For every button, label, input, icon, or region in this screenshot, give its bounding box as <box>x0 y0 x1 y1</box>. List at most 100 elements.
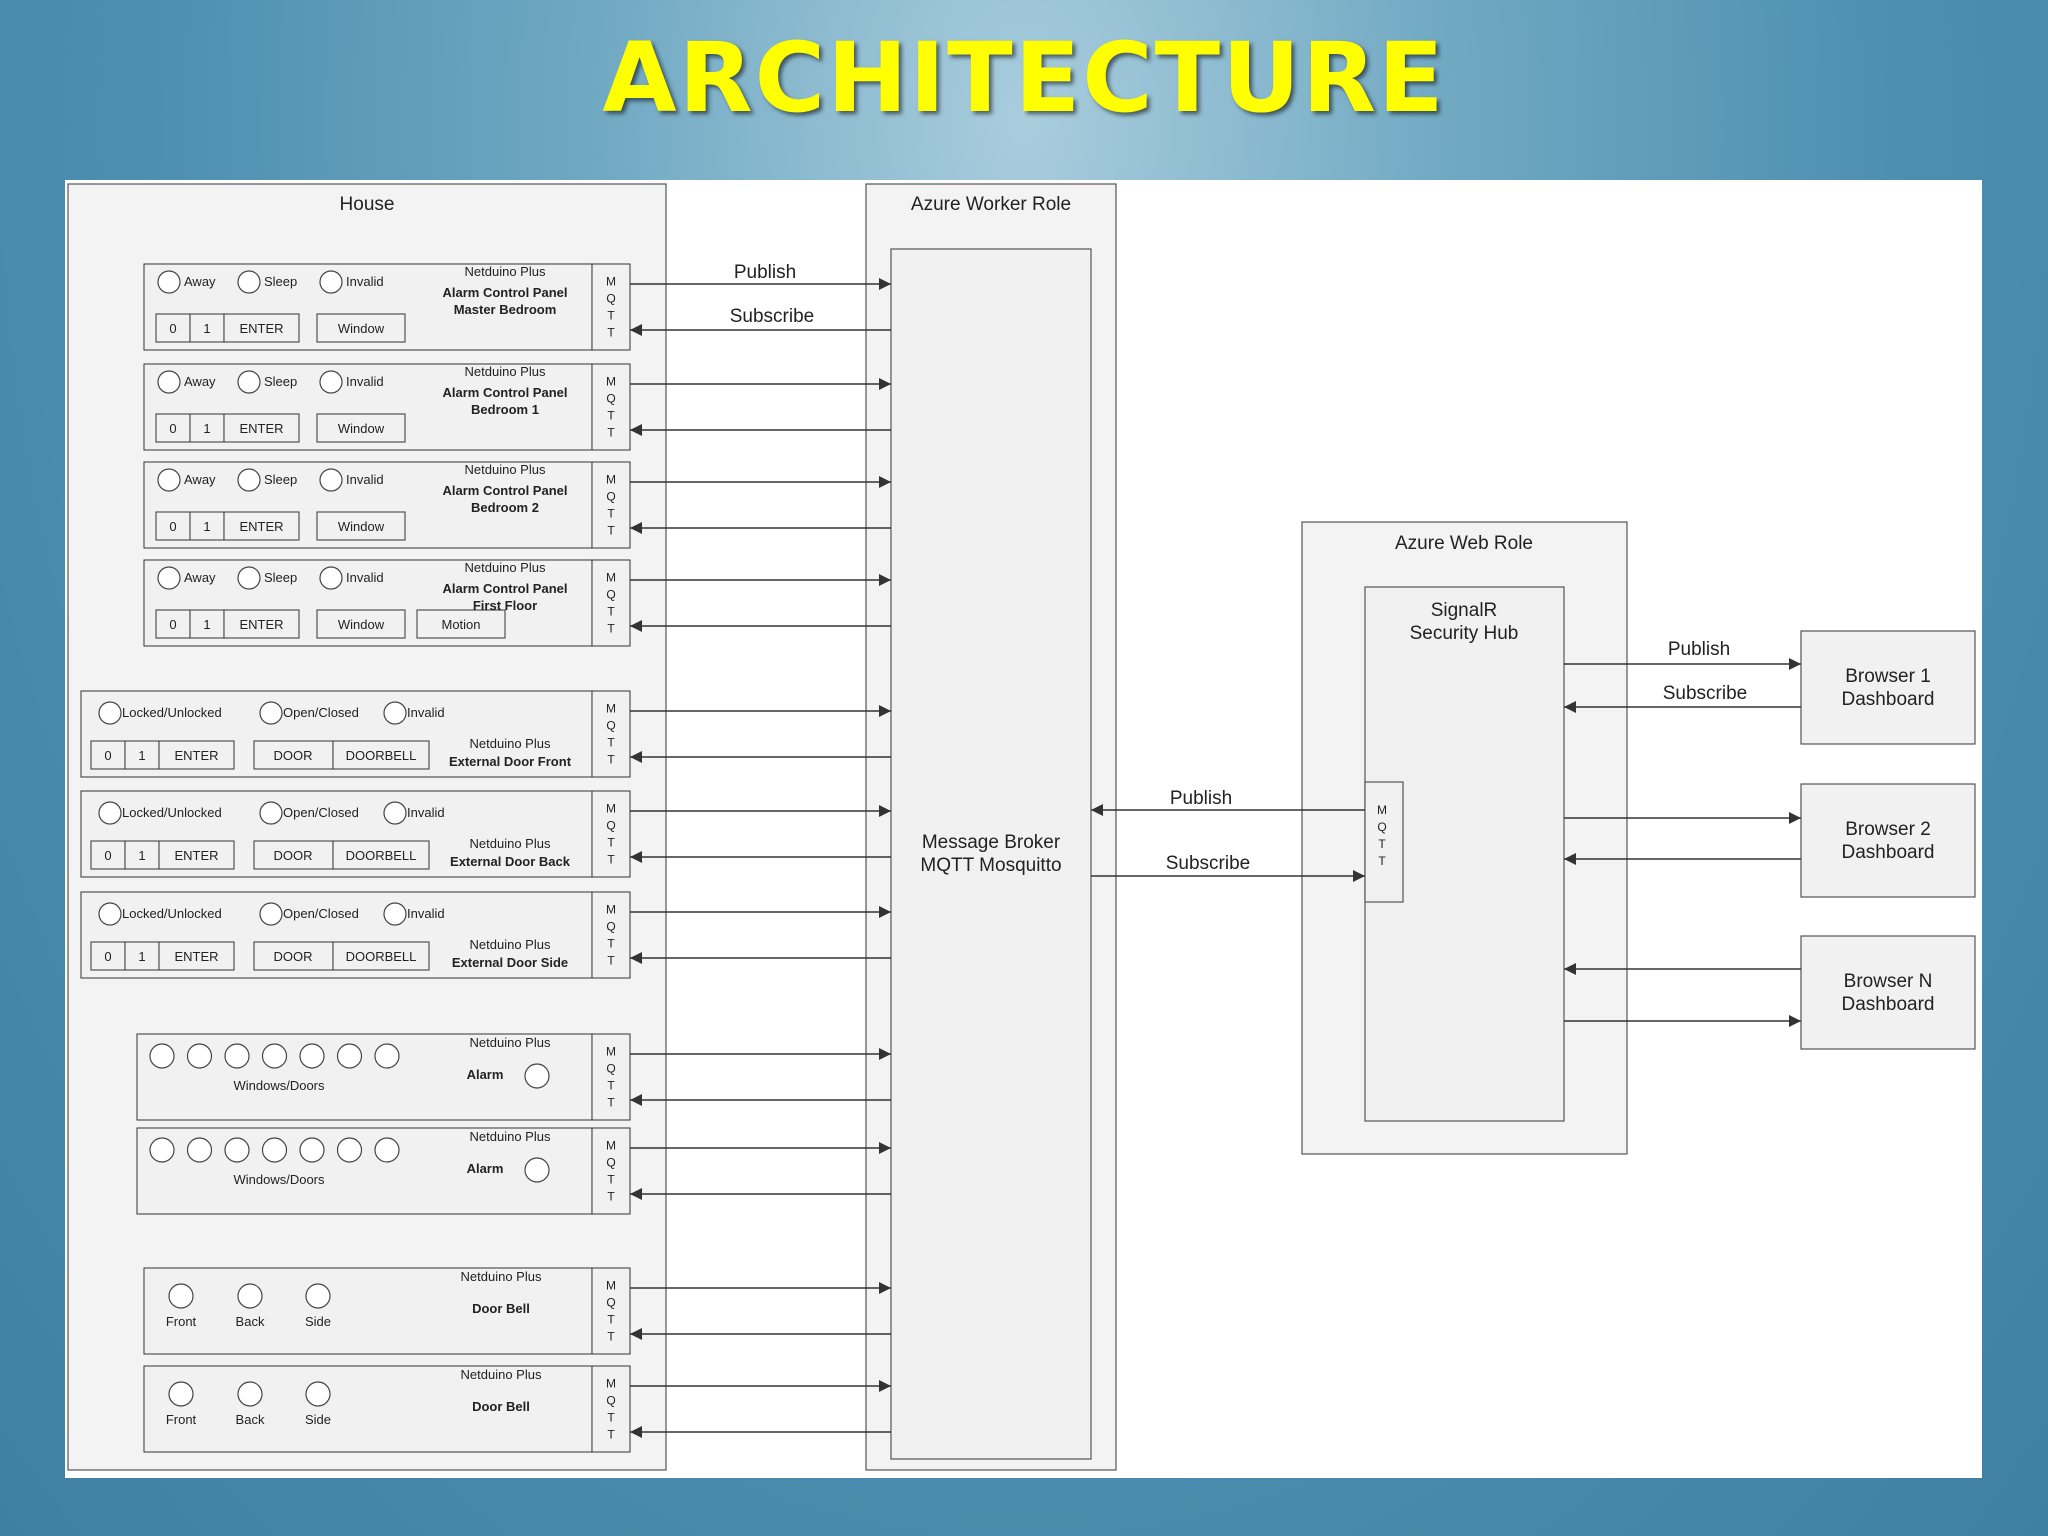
alarm-panel-1-mqtt-letter: T <box>607 309 615 323</box>
alarm-panel-1-name-1: Alarm Control Panel <box>443 285 568 300</box>
door-panel-1-key-label: 0 <box>104 748 111 763</box>
alarm-panel-1-radio-label: Invalid <box>346 274 384 289</box>
alarm-panel-4-key-label: ENTER <box>239 617 283 632</box>
doorbell-panel-2-name: Door Bell <box>472 1399 530 1414</box>
door-panel-3-key <box>124 941 160 971</box>
door-panel-3-device: Netduino Plus <box>470 937 551 952</box>
alarm-panel-2-radio <box>157 370 181 394</box>
doorbell-panel-1-button <box>168 1283 194 1309</box>
door-panel-1-name: External Door Front <box>449 754 572 769</box>
sensor-panel-1-device: Netduino Plus <box>470 1035 551 1050</box>
sensor-panel-1-alarm-indicator <box>524 1063 550 1089</box>
alarm-panel-3-key <box>223 511 300 541</box>
alarm-panel-3-radio-label: Sleep <box>264 472 297 487</box>
sensor-panel-2-sensor-indicator <box>186 1137 213 1163</box>
hub-mqtt-m: M <box>1377 803 1387 817</box>
door-panel-2-key <box>158 840 235 870</box>
alarm-panel-2-radio-label: Invalid <box>346 374 384 389</box>
sensor-panel-2-sensor-indicator <box>299 1137 325 1163</box>
alarm-panel-4-radio <box>237 566 261 590</box>
alarm-panel-2-radio <box>319 370 343 394</box>
browser-2-line-2: Dashboard <box>1842 842 1935 863</box>
sensor-panel-1-mqtt-letter: T <box>607 1079 615 1093</box>
alarm-panel-2-extra-key <box>316 413 406 443</box>
broker-subscribe-label: Subscribe <box>1166 853 1251 874</box>
sensor-panel-1-sensor-indicator <box>224 1043 250 1069</box>
alarm-panel-2-key <box>189 413 225 443</box>
alarm-panel-3-key <box>189 511 225 541</box>
alarm-panel-3-mqtt-box <box>591 461 631 549</box>
alarm-panel-4-extra-key-label: Motion <box>441 617 480 632</box>
doorbell-panel-1-button <box>305 1283 331 1309</box>
alarm-panel-4-key <box>189 609 225 639</box>
alarm-panel-2-key-label: 1 <box>203 421 210 436</box>
doorbell-panel-1-name: Door Bell <box>472 1301 530 1316</box>
sensor-panel-2 <box>136 1127 593 1215</box>
alarm-panel-3-radio <box>157 468 181 492</box>
door-panel-1-extra-key-label: DOOR <box>274 748 313 763</box>
alarm-panel-1-mqtt-letter: T <box>607 326 615 340</box>
hub-mqtt-t1: T <box>1378 837 1386 851</box>
alarm-panel-2-radio-label: Sleep <box>264 374 297 389</box>
architecture-diagram: House Azure Worker Role Message Broker M… <box>65 180 1982 1478</box>
alarm-panel-4-key <box>223 609 300 639</box>
door-panel-3-key <box>158 941 235 971</box>
door-panel-1-mqtt-letter: T <box>607 753 615 767</box>
alarm-panel-4-radio <box>319 566 343 590</box>
alarm-panel-2-name-1: Alarm Control Panel <box>443 385 568 400</box>
alarm-panel-4-mqtt-letter: Q <box>606 588 615 602</box>
browser-1-line-2: Dashboard <box>1842 689 1935 710</box>
door-panel-3-mqtt-letter: Q <box>606 920 615 934</box>
door-panel-2-key-label: 0 <box>104 848 111 863</box>
door-panel-2-mqtt-letter: T <box>607 853 615 867</box>
alarm-panel-4-key <box>155 609 191 639</box>
sensor-panel-1-mqtt-letter: M <box>606 1045 616 1059</box>
alarm-panel-1-device: Netduino Plus <box>465 264 546 279</box>
door-panel-1-device: Netduino Plus <box>470 736 551 751</box>
door-panel-3-radio-label: Locked/Unlocked <box>122 906 222 921</box>
door-panel-2-key-label: ENTER <box>174 848 218 863</box>
door-panel-2-key <box>90 840 126 870</box>
browser-subscribe-label: Subscribe <box>1663 683 1748 704</box>
door-panel-1-mqtt-letter: Q <box>606 719 615 733</box>
alarm-panel-2-mqtt-box <box>591 363 631 451</box>
alarm-panel-1-mqtt-box <box>591 263 631 351</box>
sensor-panel-1-sensor-indicator <box>186 1043 213 1069</box>
worker-subscribe-label: Subscribe <box>730 306 815 327</box>
alarm-panel-3-key-label: ENTER <box>239 519 283 534</box>
door-panel-2-radio-label: Open/Closed <box>283 805 359 820</box>
door-panel-3-name: External Door Side <box>452 955 568 970</box>
door-panel-2-radio-label: Invalid <box>407 805 445 820</box>
door-panel-1-radio-label: Open/Closed <box>283 705 359 720</box>
door-panel-3-extra-key <box>332 941 430 971</box>
alarm-panel-1-key-label: 1 <box>203 321 210 336</box>
doorbell-panel-1-button-label: Front <box>166 1314 197 1329</box>
sensor-panel-2-device: Netduino Plus <box>470 1129 551 1144</box>
doorbell-panel-2-mqtt-box <box>591 1365 631 1453</box>
sensor-panel-1-sensor-indicator <box>374 1043 400 1069</box>
browser-n-box <box>1800 935 1976 1050</box>
broker-publish-label: Publish <box>1170 788 1232 809</box>
door-panel-2-mqtt-letter: M <box>606 802 616 816</box>
door-panel-1-radio-label: Invalid <box>407 705 445 720</box>
door-panel-3-radio <box>259 902 283 926</box>
sensor-panel-2-mqtt-letter: Q <box>606 1156 615 1170</box>
door-panel-3-mqtt-box <box>591 891 631 979</box>
door-panel-2-radio <box>259 801 283 825</box>
doorbell-panel-2-mqtt-letter: M <box>606 1377 616 1391</box>
browser-1-box <box>1800 630 1976 745</box>
hub-mqtt-t2: T <box>1378 854 1386 868</box>
hub-line-2: Security Hub <box>1410 623 1519 644</box>
door-panel-3-extra-key-label: DOORBELL <box>346 949 417 964</box>
door-panel-3-key <box>90 941 126 971</box>
alarm-panel-1-extra-key <box>316 313 406 343</box>
slide-title: ARCHITECTURE <box>602 22 1446 134</box>
worker-publish-label: Publish <box>734 262 796 283</box>
doorbell-panel-1-device: Netduino Plus <box>461 1269 542 1284</box>
door-panel-3-radio <box>98 902 122 926</box>
alarm-panel-2-radio-label: Away <box>184 374 216 389</box>
alarm-panel-3-mqtt-letter: Q <box>606 490 615 504</box>
alarm-panel-1-mqtt-letter: Q <box>606 292 615 306</box>
door-panel-2-radio <box>383 801 407 825</box>
alarm-panel-3-mqtt-letter: M <box>606 473 616 487</box>
